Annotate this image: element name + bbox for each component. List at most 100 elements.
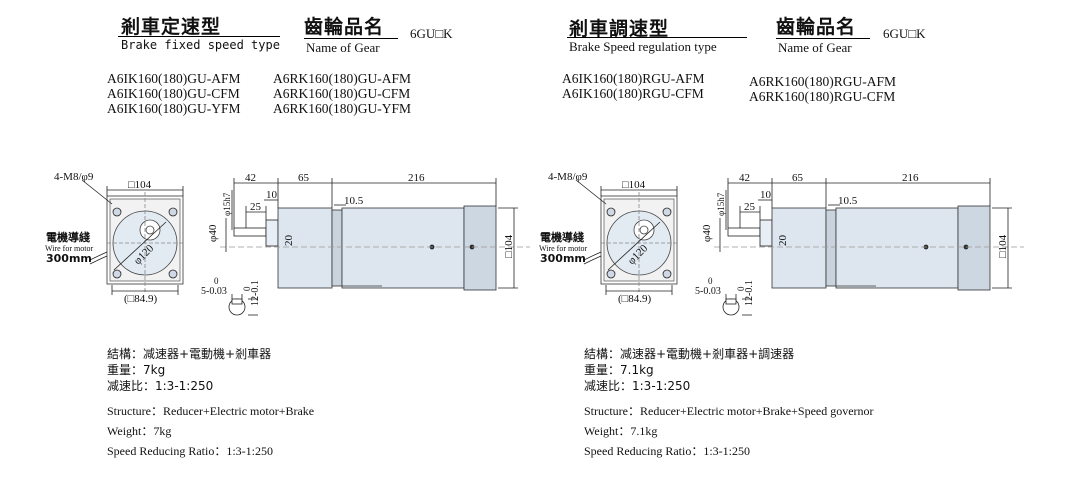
- cable-label-en: Wire for motor: [45, 244, 93, 253]
- dim-flange-square: □104: [128, 179, 152, 191]
- right-type-title-cn: 剎車調速型: [569, 18, 670, 40]
- dim-flange-inner: (□84.9): [618, 293, 652, 305]
- dim-key-height-tol: 0: [242, 286, 252, 291]
- right-model-list-col1: A6IK160(180)RGU-AFM A6IK160(180)RGU-CFM: [562, 71, 705, 101]
- dim-10-5: 10.5: [838, 195, 858, 207]
- dim-mount-holes: 4-M8/φ9: [548, 171, 588, 183]
- pilot-boss: [759, 219, 773, 247]
- right-gear-title-cn: 齒輪品名: [776, 16, 857, 38]
- dim-body: □104: [997, 234, 1009, 258]
- dim-10: 10: [266, 189, 278, 201]
- dim-25: 25: [250, 201, 262, 213]
- right-gear-code: 6GU□K: [883, 26, 926, 41]
- dim-42: 42: [739, 172, 750, 184]
- structure-cn: 結構：减速器+電動機+剎車器+調速器: [584, 347, 795, 361]
- gear-head-body: [771, 207, 827, 289]
- weight-cn: 重量：7.1kg: [584, 363, 654, 377]
- gear-motor-joint: [331, 209, 343, 287]
- cable-length: 300mm: [46, 252, 92, 265]
- output-shaft-side: [727, 227, 761, 237]
- gear-head-body: [277, 207, 333, 289]
- left-type-title-en: Brake fixed speed type: [121, 38, 280, 52]
- dim-flange-square: □104: [622, 179, 646, 191]
- right-title-rule: [567, 37, 747, 38]
- dim-key-height: 12-0.1: [250, 280, 261, 306]
- mount-hole: [662, 269, 672, 279]
- right-gear-title-en: Name of Gear: [778, 40, 852, 55]
- dim-42: 42: [245, 172, 256, 184]
- dim-shaft: φ15h7: [716, 192, 726, 216]
- right-structure-en: Structure：Reducer+Electric motor+Brake+S…: [584, 404, 874, 418]
- model-name: A6IK160(180)RGU-AFM: [562, 71, 705, 86]
- structure-cn: 結構：减速器+電動機+剎車器: [107, 347, 272, 361]
- dim-65: 65: [792, 172, 804, 184]
- mount-hole: [606, 207, 616, 217]
- dim-key-width: 5-0.03: [695, 286, 721, 297]
- model-name: A6RK160(180)RGU-CFM: [749, 89, 896, 104]
- dim-65: 65: [298, 172, 310, 184]
- motor-body: [835, 207, 959, 289]
- model-name: A6IK160(180)GU-YFM: [107, 101, 241, 116]
- left-gear-title-en: Name of Gear: [306, 40, 380, 55]
- dim-20: 20: [777, 235, 789, 247]
- right-weight-en: Weight：7.1kg: [584, 424, 658, 438]
- left-type-title-cn: 剎車定速型: [121, 16, 222, 38]
- dim-key-width-tol: 0: [214, 276, 219, 286]
- model-name: A6IK160(180)RGU-CFM: [562, 86, 704, 101]
- left-ratio-en: Speed Reducing Ratio：1:3-1:250: [107, 444, 273, 458]
- model-name: A6RK160(180)GU-AFM: [273, 71, 411, 86]
- ratio-cn: 减速比：1:3-1:250: [584, 379, 691, 393]
- left-spec-cn-block: 結構：减速器+電動機+剎車器 重量：7kg 减速比：1:3-1:250: [107, 346, 271, 394]
- left-model-list-col1: A6IK160(180)GU-AFM A6IK160(180)GU-CFM A6…: [107, 71, 241, 116]
- right-type-title-en: Brake Speed regulation type: [569, 39, 717, 54]
- model-name: A6RK160(180)GU-YFM: [273, 101, 411, 116]
- model-name: A6RK160(180)GU-CFM: [273, 86, 411, 101]
- cable-label-cn: 電機導綫: [46, 230, 90, 244]
- right-gear-rule: [776, 38, 870, 39]
- mount-hole: [168, 207, 178, 217]
- model-name: A6IK160(180)GU-CFM: [107, 86, 240, 101]
- dim-flange-inner: (□84.9): [124, 293, 158, 305]
- dim-shaft: φ15h7: [222, 192, 232, 216]
- dim-key-height-tol: 0: [736, 286, 746, 291]
- left-title-rule: [118, 36, 280, 37]
- pilot-boss: [265, 219, 279, 247]
- dim-key-width: 5-0.03: [201, 286, 227, 297]
- weight-cn: 重量：7kg: [107, 363, 166, 377]
- output-shaft-side: [233, 227, 267, 237]
- dim-10: 10: [760, 189, 772, 201]
- motor-body: [341, 207, 465, 289]
- left-structure-en: Structure：Reducer+Electric motor+Brake: [107, 404, 315, 418]
- brake-end-cover: [463, 205, 497, 291]
- dim-pilot: φ40: [207, 224, 219, 242]
- left-dimension-drawing: 4-M8/φ9 □104 φ120 (□84.9) 42 65 216 25 1…: [45, 171, 530, 316]
- right-dimension-drawing: 4-M8/φ9 □104 φ120 (□84.9) 42 65 216 25 1…: [539, 171, 1024, 316]
- left-model-list-col2: A6RK160(180)GU-AFM A6RK160(180)GU-CFM A6…: [273, 71, 411, 116]
- dim-key-height: 12-0.1: [744, 280, 755, 306]
- mount-hole: [662, 207, 672, 217]
- dim-mount-holes: 4-M8/φ9: [54, 171, 94, 183]
- dim-key-width-tol: 0: [708, 276, 713, 286]
- left-gear-title-cn: 齒輪品名: [304, 16, 385, 38]
- cable-label-en: Wire for motor: [539, 244, 587, 253]
- dim-25: 25: [744, 201, 756, 213]
- model-name: A6IK160(180)GU-AFM: [107, 71, 241, 86]
- left-weight-en: Weight：7kg: [107, 424, 172, 438]
- cable-length: 300mm: [540, 252, 586, 265]
- mount-hole: [112, 269, 122, 279]
- dim-body: □104: [503, 234, 515, 258]
- dim-pilot: φ40: [701, 224, 713, 242]
- dim-10-5: 10.5: [344, 195, 364, 207]
- mount-hole: [112, 207, 122, 217]
- right-spec-cn-block: 結構：减速器+電動機+剎車器+調速器 重量：7.1kg 减速比：1:3-1:25…: [584, 346, 794, 394]
- ratio-cn: 减速比：1:3-1:250: [107, 379, 214, 393]
- dim-20: 20: [283, 235, 295, 247]
- left-gear-code: 6GU□K: [410, 26, 453, 41]
- left-gear-rule: [304, 38, 398, 39]
- brake-end-cover: [957, 205, 991, 291]
- right-model-list-col2: A6RK160(180)RGU-AFM A6RK160(180)RGU-CFM: [749, 74, 896, 104]
- right-ratio-en: Speed Reducing Ratio：1:3-1:250: [584, 444, 750, 458]
- mount-hole: [168, 269, 178, 279]
- gear-motor-joint: [825, 209, 837, 287]
- mount-hole: [606, 269, 616, 279]
